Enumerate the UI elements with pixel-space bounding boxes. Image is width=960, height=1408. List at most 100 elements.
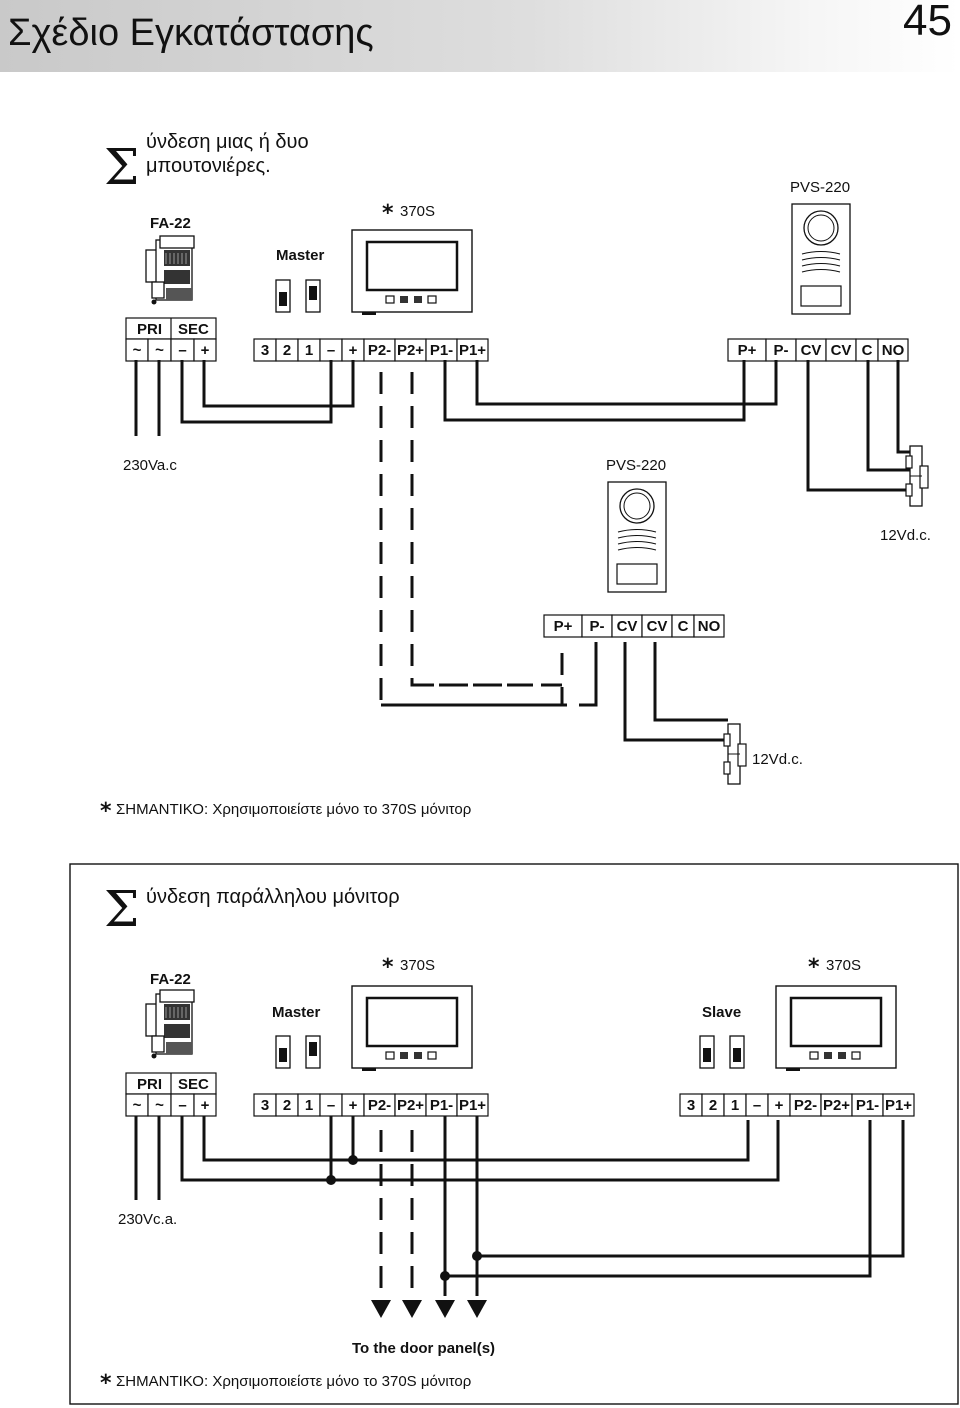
section1-psu-name: FA-22: [150, 215, 191, 232]
section1-note-star: *: [100, 799, 112, 824]
section1-monitor-model: 370S: [400, 203, 435, 220]
section1-monitor-terminal-label: +: [349, 342, 358, 359]
section2-slave-terminal-label: 2: [709, 1097, 717, 1114]
section1-panel2-terminal-label: CV: [647, 618, 668, 635]
monitor-icon: [774, 984, 898, 1073]
section1-panel2-terminal-box: [693, 614, 725, 638]
dip-switch-icon: [275, 279, 321, 313]
section2-arrow-heads: [371, 1300, 487, 1318]
section2-master-terminal-label: P1-: [430, 1097, 453, 1114]
door-panel-icon: [607, 481, 667, 593]
page-title: Σχέδιο Εγκατάστασης: [8, 12, 374, 54]
section2-psu-terminal-label: ~: [155, 1097, 164, 1114]
section1-psu-terminal-label: –: [178, 342, 186, 359]
section1-panel1-terminal-label: CV: [831, 342, 852, 359]
section1-monitor-terminal-label: 1: [305, 342, 313, 359]
section2-slave-terminal-label: 1: [731, 1097, 739, 1114]
header-band: [0, 0, 960, 72]
section1-panel2-terminal-label: CV: [617, 618, 638, 635]
section2-psu-terminal-label: –: [178, 1097, 186, 1114]
section2-slave-terminal-label: –: [753, 1097, 761, 1114]
section1-panel1-terminal-label: C: [862, 342, 873, 359]
section1-psu-pri-label: PRI: [137, 321, 162, 338]
section1-panel1-terminal-label: P-: [774, 342, 789, 359]
section2-note-star: *: [100, 1371, 112, 1396]
section1-panel2-model: PVS-220: [606, 457, 666, 474]
door-lock-icon: [723, 723, 747, 785]
section1-monitor-terminal-label: P2+: [397, 342, 424, 359]
section1-monitor-terminal-label: P1+: [459, 342, 486, 359]
section1-panel1-terminal-box: [877, 338, 909, 362]
section1-monitor-terminal-label: P1-: [430, 342, 453, 359]
section2-junctions: [326, 1155, 482, 1281]
section1-heading-line2: μπουτονιέρες.: [146, 155, 271, 177]
section1-panel2-terminal-label: NO: [698, 618, 721, 635]
section2-master-model: 370S: [400, 957, 435, 974]
section2: Σ ύνδεση παράλληλου μόνιτορ FA-22 PRI SE…: [69, 863, 959, 1405]
section1-sigma: Σ: [104, 138, 139, 196]
section1-panel1-terminal-label: P+: [738, 342, 757, 359]
section2-master-terminal-label: P2-: [368, 1097, 391, 1114]
section1-monitor-role: Master: [276, 247, 325, 264]
section1-lock1-supply: 12Vd.c.: [880, 527, 931, 544]
section2-mains-label: 230Vc.a.: [118, 1211, 177, 1228]
door-lock-icon: [905, 445, 929, 507]
section2-psu-sec-label: SEC: [178, 1076, 209, 1093]
section1-panel2-terminal-label: C: [678, 618, 689, 635]
section1-heading-line1: ύνδεση μιας ή δυο: [146, 131, 309, 153]
section1-monitor-terminal-label: –: [327, 342, 335, 359]
section2-master-terminal-label: P1+: [459, 1097, 486, 1114]
section2-slave-star: *: [808, 955, 820, 980]
section2-slave-terminal-label: P2-: [794, 1097, 817, 1114]
section1-monitor-terminal-label: 2: [283, 342, 291, 359]
section1-mains-label: 230Va.c: [123, 457, 177, 474]
section1-panel2-terminal-label: P-: [590, 618, 605, 635]
monitor-icon: [350, 228, 474, 317]
section2-slave-model: 370S: [826, 957, 861, 974]
section2-master-star: *: [382, 955, 394, 980]
section1: Σ ύνδεση μιας ή δυο μπουτονιέρες. FA-22 …: [100, 131, 931, 824]
section2-sigma: Σ: [104, 880, 139, 938]
section1-psu-terminal-label: +: [201, 342, 210, 359]
section2-dashed-wires: [379, 1130, 414, 1296]
section2-master-terminal-box: [456, 1093, 489, 1117]
section2-note: ΣΗΜΑΝΤΙΚΟ: Χρησιμοποιείστε μόνο το 370S …: [116, 1373, 471, 1390]
section1-monitor-terminal-label: P2-: [368, 342, 391, 359]
page-number: 45: [903, 0, 952, 45]
section2-master-role: Master: [272, 1004, 321, 1021]
monitor-icon: [350, 984, 474, 1073]
section2-psu-name: FA-22: [150, 971, 191, 988]
section1-panel1-terminal-label: NO: [882, 342, 905, 359]
section1-lock2-supply: 12Vd.c.: [752, 751, 803, 768]
section1-note: ΣΗΜΑΝΤΙΚΟ: Χρησιμοποιείστε μόνο το 370S …: [116, 801, 471, 818]
section1-psu-sec-label: SEC: [178, 321, 209, 338]
section2-slave-terminal-label: 3: [687, 1097, 695, 1114]
section1-wires: [134, 360, 920, 742]
dip-switch-icon: [275, 1035, 321, 1069]
section2-slave-role: Slave: [702, 1004, 741, 1021]
section1-psu-terminal-label: ~: [133, 342, 142, 359]
psu-icon: [145, 989, 195, 1060]
section2-wires: [134, 1116, 905, 1296]
section2-master-terminal-label: +: [349, 1097, 358, 1114]
section2-psu-terminal-label: +: [201, 1097, 210, 1114]
section2-master-terminal-label: 2: [283, 1097, 291, 1114]
section1-panel1-terminal-label: CV: [801, 342, 822, 359]
section2-master-terminal-label: 3: [261, 1097, 269, 1114]
section1-panel1-model: PVS-220: [790, 179, 850, 196]
psu-icon: [145, 235, 195, 306]
section1-psu-terminal-label: ~: [155, 342, 164, 359]
section2-psu-terminal-label: ~: [133, 1097, 142, 1114]
door-panel-icon: [791, 203, 851, 315]
section1-monitor-terminal-label: 3: [261, 342, 269, 359]
section2-psu-pri-label: PRI: [137, 1076, 162, 1093]
section2-slave-terminal-label: P2+: [823, 1097, 850, 1114]
section1-psu-terminals: ~~–+: [125, 338, 217, 362]
section2-master-terminal-label: 1: [305, 1097, 313, 1114]
section2-slave-terminal-label: P1-: [856, 1097, 879, 1114]
section2-psu-terminals: ~~–+: [125, 1093, 217, 1117]
